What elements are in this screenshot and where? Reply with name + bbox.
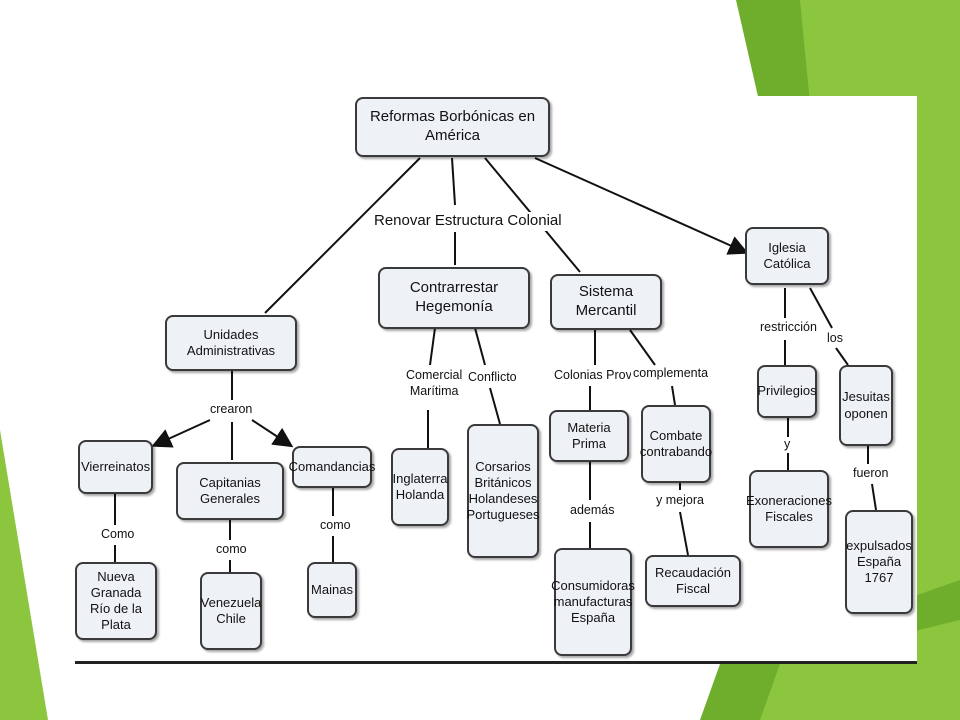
link-como-capitanias: como <box>214 542 249 558</box>
node-capitanias-generales: Capitanias Generales <box>176 462 284 520</box>
link-fueron: fueron <box>851 466 891 482</box>
link-conflicto: Conflicto <box>466 370 519 386</box>
connector-contrarrestar-conflicto <box>474 327 486 366</box>
node-unidades-administrativas: Unidades Administrativas <box>165 315 297 371</box>
node-contrarrestar-hegemonia: Contrarrestar Hegemonía <box>378 267 530 329</box>
node-sistema-mercantil: Sistema Mercantil <box>550 274 662 330</box>
connector-conflicto-corsarios <box>489 387 501 425</box>
connector-mejora-recaudacion <box>679 511 689 556</box>
left-green-triangle <box>0 430 48 720</box>
connector-sistema-complementa <box>629 329 656 366</box>
canvas-bottom-border <box>75 661 917 664</box>
connector-root-unidades <box>264 157 421 314</box>
node-reformas-borbonicas: Reformas Borbónicas en América <box>355 97 550 157</box>
connector-fueron-expulsados <box>871 483 877 511</box>
node-expulsados-espana-1767: expulsados España 1767 <box>845 510 913 614</box>
link-los: los <box>825 331 845 347</box>
node-recaudacion-fiscal: Recaudación Fiscal <box>645 555 741 607</box>
connector-iglesia-los <box>809 287 833 329</box>
connector-crearon-vierreinatos <box>151 419 211 448</box>
connector-contrarrestar-comercial <box>429 327 436 366</box>
link-como-comandancias: como <box>318 518 353 534</box>
node-combate-contrabando: Combate contrabando <box>640 405 712 483</box>
node-comandancias: Comandancias <box>289 446 375 488</box>
connector-los-jesuitas <box>835 347 849 366</box>
link-como-vierreinatos: Como <box>99 527 137 543</box>
node-jesuitas-oponen: Jesuitas oponen <box>839 365 893 446</box>
connector-complementa-combate <box>671 385 676 406</box>
node-vierreinatos: Vierreinatos <box>78 440 153 494</box>
connector-root-renovar <box>451 157 456 206</box>
link-ademas: además <box>568 503 617 519</box>
node-venezuela-chile: Venezuela Chile <box>200 572 262 650</box>
node-mainas: Mainas <box>307 562 357 618</box>
node-iglesia-catolica: Iglesia Católica <box>745 227 829 285</box>
node-exoneraciones-fiscales: Exoneraciones Fiscales <box>746 470 832 548</box>
node-corsarios: Corsarios Británicos Holandeses Portugue… <box>467 424 540 558</box>
link-crearon: crearon <box>208 402 255 418</box>
node-consumidoras-manufacturas: Consumidoras manufacturas España <box>551 548 635 656</box>
node-inglaterra-holanda: Inglaterra Holanda <box>391 448 449 526</box>
node-nueva-granada-rio-de-la-plata: Nueva Granada Río de la Plata <box>75 562 157 640</box>
link-restriccion: restricción <box>758 320 819 336</box>
link-renovar-estructura-colonial: Renovar Estructura Colonial <box>372 212 564 231</box>
link-complementa: complementa <box>631 366 711 382</box>
node-privilegios: Privilegios <box>757 365 817 418</box>
link-comercial-maritima: Comercial Marítima <box>404 368 465 400</box>
connector-crearon-comandancias <box>251 419 294 448</box>
connector-root-iglesia <box>534 157 749 255</box>
node-materia-prima: Materia Prima <box>549 410 629 462</box>
link-y-mejora: y mejora <box>654 493 706 509</box>
link-y: y <box>782 437 793 453</box>
